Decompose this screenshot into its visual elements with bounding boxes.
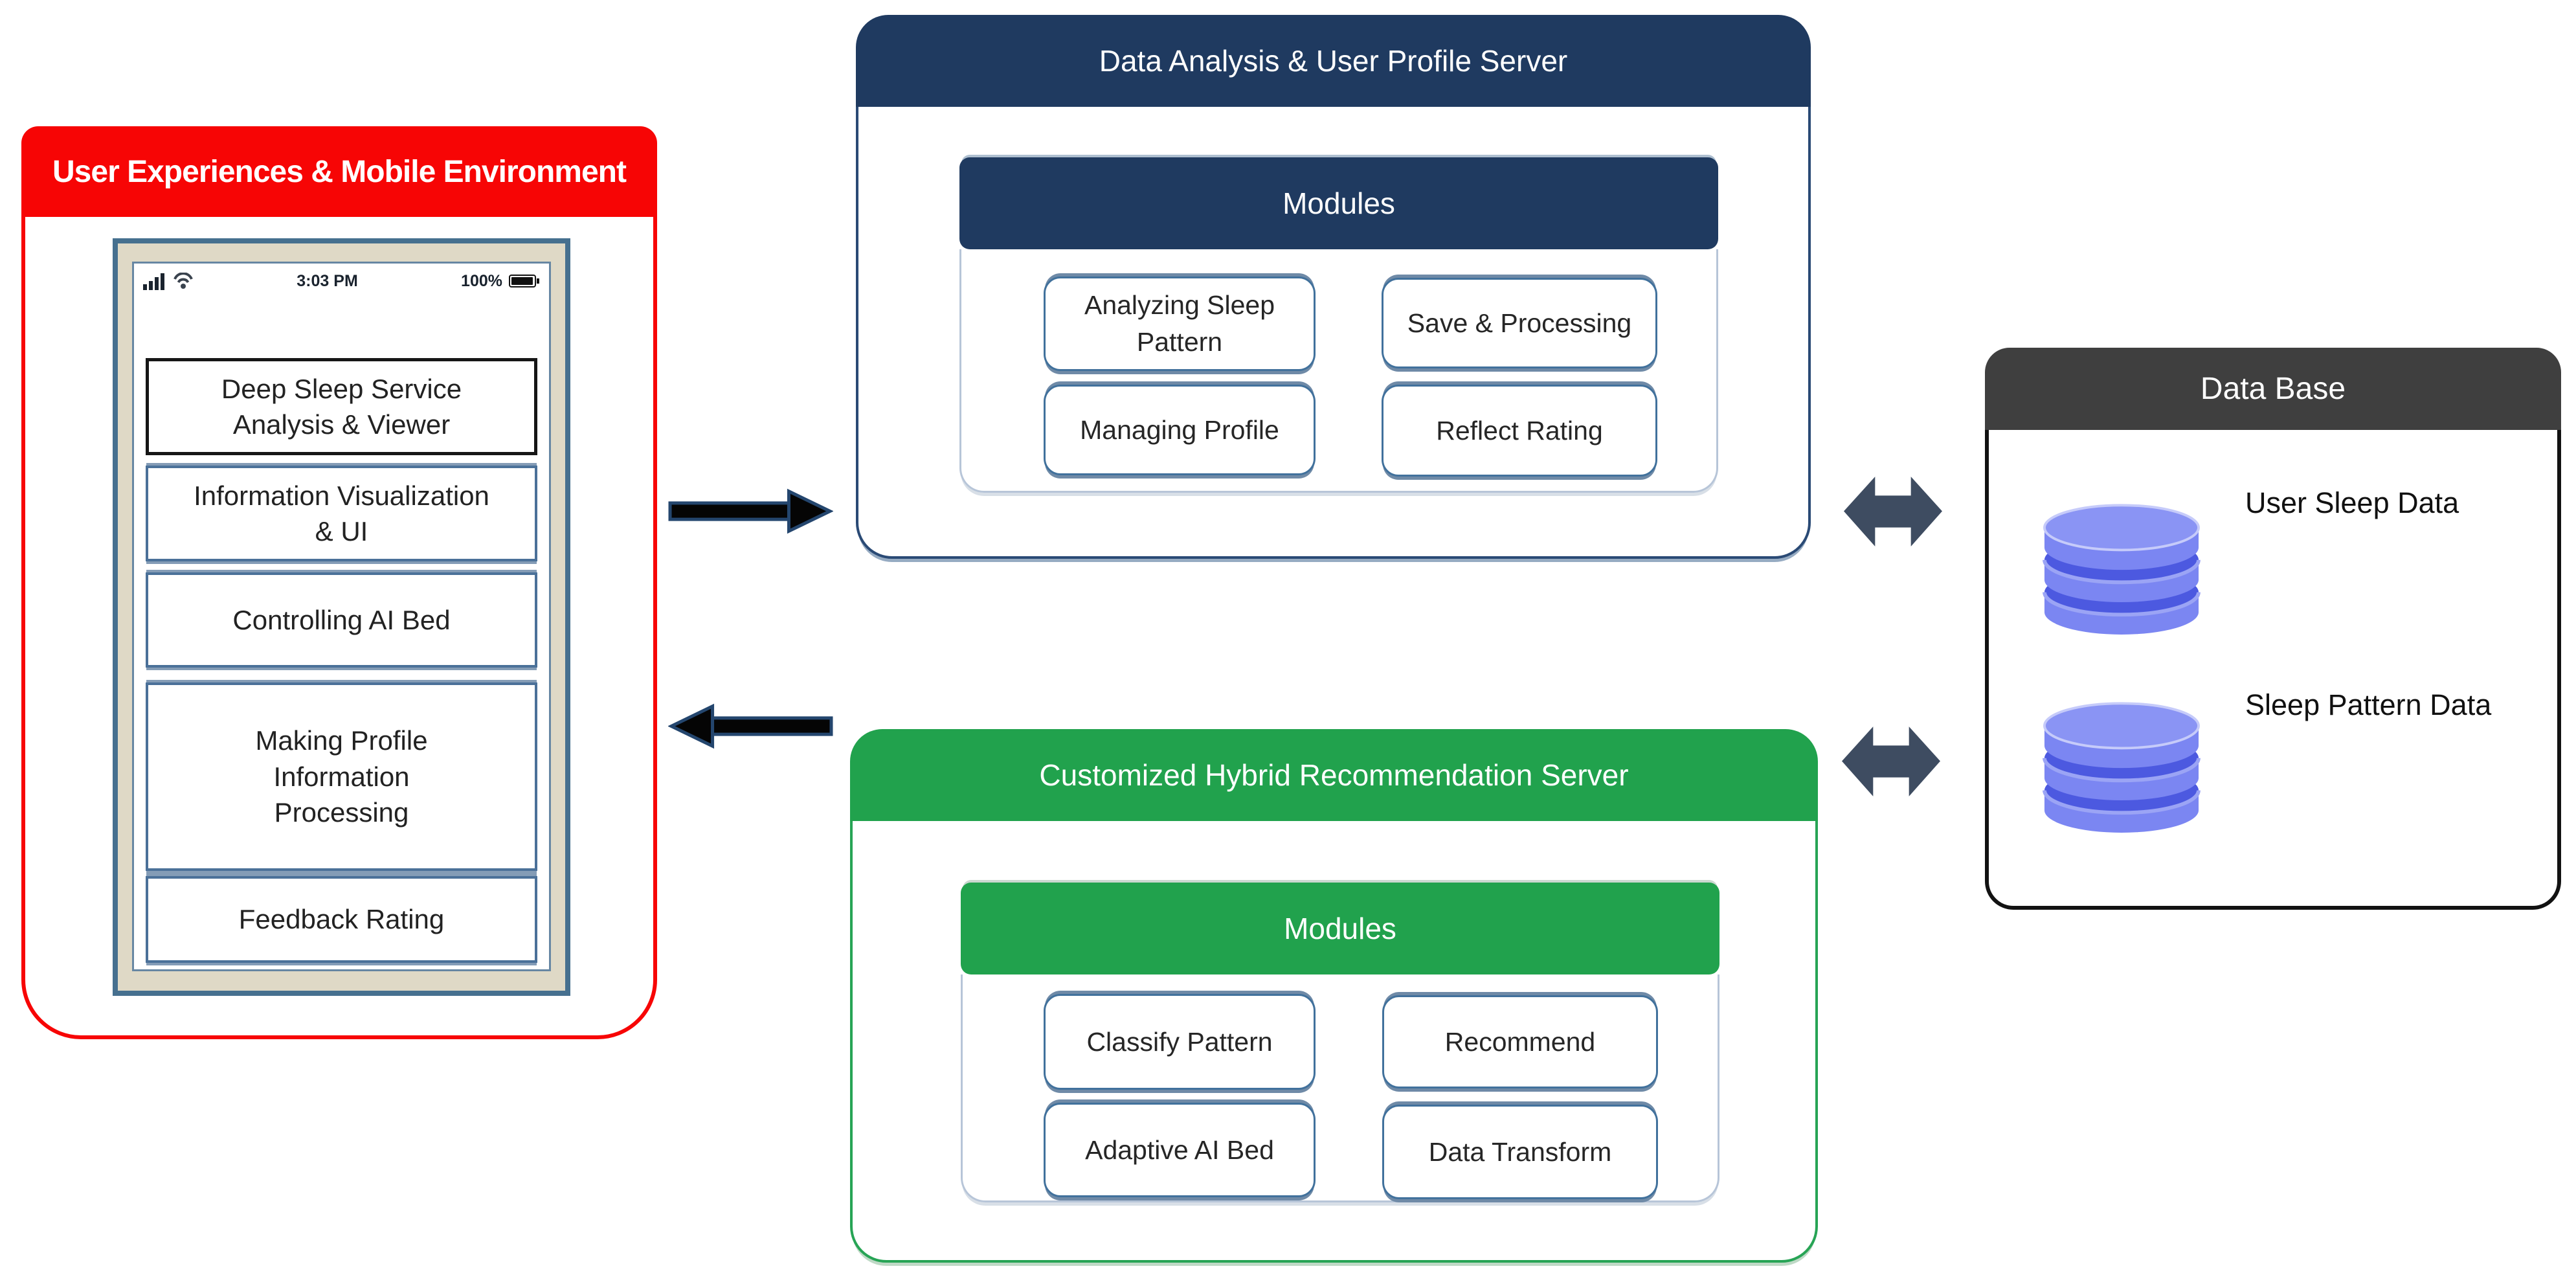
module-label: Classify Pattern <box>1086 1026 1273 1057</box>
module-recommend: Recommend <box>1382 995 1658 1088</box>
status-right-icons: 100% <box>461 272 540 291</box>
analysis-server-panel: Data Analysis & User Profile Server Modu… <box>856 15 1811 559</box>
screen-item-controlling-ai-bed: Controlling AI Bed <box>146 572 537 668</box>
database-header: Data Base <box>1985 348 2561 430</box>
phone-screen: 3:03 PM 100% Deep Sleep Service Analysis… <box>132 262 551 971</box>
module-label: Managing Profile <box>1080 414 1279 445</box>
screen-item-label: Deep Sleep Service Analysis & Viewer <box>221 373 462 440</box>
recommendation-server-header: Customized Hybrid Recommendation Server <box>850 729 1818 821</box>
module-reflect-rating: Reflect Rating <box>1382 385 1657 477</box>
screen-item-feedback-rating: Feedback Rating <box>146 876 537 963</box>
store-sleep-pattern-data: Sleep Pattern Data <box>2245 688 2491 722</box>
phone-status-bar: 3:03 PM 100% <box>143 267 540 295</box>
battery-percent: 100% <box>461 271 502 290</box>
signal-icon <box>143 273 164 290</box>
status-left-icons <box>143 272 194 290</box>
analysis-server-header: Data Analysis & User Profile Server <box>856 15 1811 107</box>
module-managing-profile: Managing Profile <box>1044 385 1316 475</box>
module-label: Data Transform <box>1428 1136 1612 1167</box>
module-classify-pattern: Classify Pattern <box>1044 994 1316 1090</box>
arrow-right-icon <box>668 488 834 534</box>
database-cylinder-icon <box>2030 661 2213 848</box>
database-panel: Data Base User Sleep Data <box>1985 348 2561 910</box>
screen-item-label: Feedback Rating <box>238 904 445 935</box>
module-label: Save & Processing <box>1407 308 1632 338</box>
screen-item-making-profile: Making Profile Information Processing <box>146 682 537 871</box>
analysis-server-title: Data Analysis & User Profile Server <box>1099 44 1568 78</box>
mobile-environment-panel: User Experiences & Mobile Environment <box>21 126 657 1039</box>
module-data-transform: Data Transform <box>1382 1105 1658 1199</box>
analysis-modules-bar: Modules <box>959 157 1718 249</box>
screen-item-label: Information Visualization & UI <box>194 480 489 546</box>
module-label: Reflect Rating <box>1436 415 1603 445</box>
phone-mockup: 3:03 PM 100% Deep Sleep Service Analysis… <box>113 238 570 996</box>
recommendation-modules-container <box>961 974 1719 1202</box>
battery-icon <box>509 275 539 287</box>
module-save-processing: Save & Processing <box>1382 278 1657 368</box>
double-arrow-top-icon <box>1842 467 1943 556</box>
store-user-sleep-data: User Sleep Data <box>2245 486 2459 520</box>
arrow-left-icon <box>667 703 833 749</box>
module-label: Analyzing Sleep Pattern <box>1084 290 1275 357</box>
database-cylinder-icon <box>2030 463 2213 649</box>
status-time: 3:03 PM <box>297 271 358 290</box>
database-title: Data Base <box>2200 372 2346 406</box>
module-label: Recommend <box>1444 1026 1596 1057</box>
modules-bar-label: Modules <box>1284 912 1396 945</box>
module-adaptive-ai-bed: Adaptive AI Bed <box>1044 1103 1316 1197</box>
recommendation-server-title: Customized Hybrid Recommendation Server <box>1039 758 1629 792</box>
screen-item-label: Making Profile Information Processing <box>255 725 428 828</box>
mobile-environment-title: User Experiences & Mobile Environment <box>52 154 627 189</box>
double-arrow-bottom-icon <box>1841 717 1942 805</box>
recommendation-server-panel: Customized Hybrid Recommendation Server … <box>850 729 1818 1263</box>
screen-item-information-visualization: Information Visualization & UI <box>146 466 537 561</box>
mobile-environment-header: User Experiences & Mobile Environment <box>21 126 657 217</box>
modules-bar-label: Modules <box>1282 186 1395 220</box>
wifi-icon <box>174 273 193 289</box>
analysis-modules-container <box>959 249 1718 493</box>
recommendation-modules-bar: Modules <box>961 883 1719 974</box>
screen-item-deep-sleep-service: Deep Sleep Service Analysis & Viewer <box>146 358 537 455</box>
store-label: User Sleep Data <box>2245 486 2459 519</box>
module-label: Adaptive AI Bed <box>1085 1134 1274 1165</box>
store-label: Sleep Pattern Data <box>2245 688 2492 721</box>
module-analyzing-sleep-pattern: Analyzing Sleep Pattern <box>1044 276 1316 371</box>
screen-item-label: Controlling AI Bed <box>232 604 451 635</box>
